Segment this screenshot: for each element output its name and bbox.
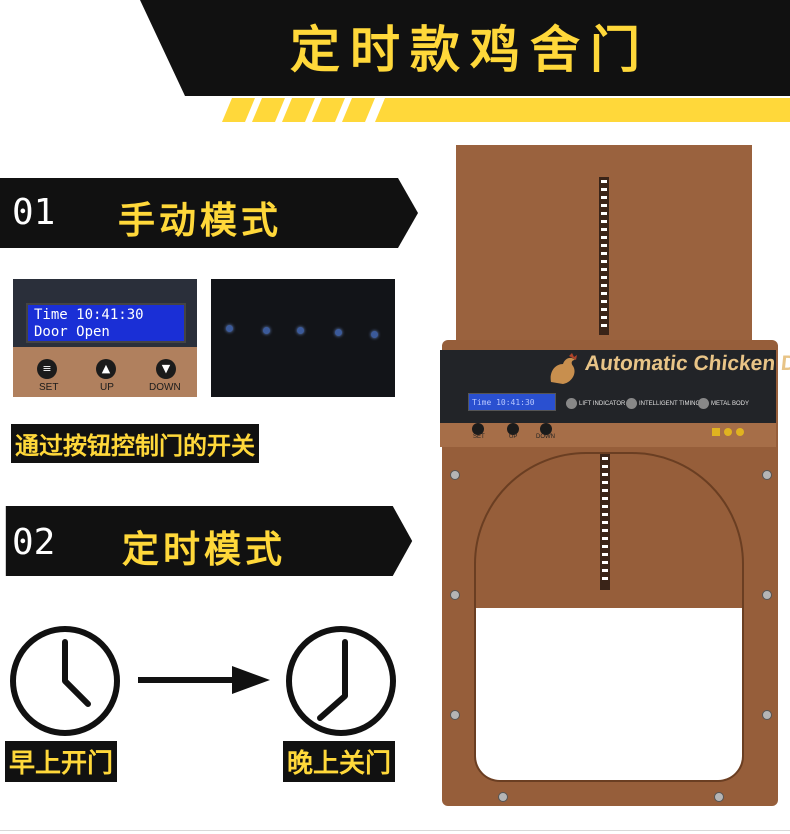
- door-sliding-panel: [456, 145, 752, 355]
- section-2-title: 定时模式: [122, 528, 286, 571]
- screw: [762, 590, 772, 600]
- door-up-label: UP: [509, 434, 518, 440]
- screw: [714, 792, 724, 802]
- door-lcd-screen: Time 10:41:30: [468, 393, 556, 411]
- section-1-header-bg: [0, 178, 418, 248]
- door-keypad-strip: [440, 423, 776, 447]
- screw: [762, 710, 772, 720]
- screw: [450, 710, 460, 720]
- lcd-line-door: Door Open: [34, 324, 110, 340]
- door-set-button-icon: [472, 423, 484, 435]
- led-indicator: [335, 329, 342, 336]
- lift-indicator-icon: [566, 398, 577, 409]
- set-label: SET: [39, 382, 59, 393]
- down-button-icon: ▼: [156, 359, 176, 379]
- led-panel-photo: [211, 279, 395, 397]
- warning-icon: [712, 428, 720, 436]
- door-set-label: SET: [473, 434, 485, 440]
- led-indicator: [226, 325, 233, 332]
- ce-mark-icon: [736, 428, 744, 436]
- lcd-panel-photo: Time 10:41:30 Door Open ≡ SET ▲ UP ▼ DOW…: [13, 279, 197, 397]
- section-1-title: 手动模式: [118, 199, 282, 242]
- feature-lift-indicator: LIFT INDICATOR: [566, 398, 625, 409]
- feature-intelligent-timing: INTELLIGENT TIMING: [626, 398, 700, 409]
- door-window: [476, 608, 742, 780]
- section-2-number: 02: [12, 522, 56, 563]
- led-indicator: [371, 331, 378, 338]
- door-up-button-icon: [507, 423, 519, 435]
- morning-open-label: 早上开门: [5, 741, 118, 782]
- section-2-header-bg: [5, 506, 413, 576]
- lcd-screen: Time 10:41:30 Door Open: [26, 303, 186, 343]
- top-banner: [140, 0, 790, 122]
- clock-icon: [286, 626, 396, 736]
- lift-indicator-strip: [600, 454, 610, 590]
- screw: [762, 470, 772, 480]
- screw: [450, 590, 460, 600]
- metal-body-icon: [698, 398, 709, 409]
- up-label: UP: [100, 382, 114, 393]
- feature-metal-body: METAL BODY: [698, 398, 749, 409]
- door-brand-text: Automatic Chicken Door: [583, 352, 790, 375]
- banner-title: 定时款鸡舍门: [290, 21, 650, 79]
- bottom-divider: [0, 830, 790, 831]
- screw: [498, 792, 508, 802]
- screw: [450, 470, 460, 480]
- led-indicator: [263, 327, 270, 334]
- door-arch-opening: [474, 452, 744, 782]
- down-label: DOWN: [149, 382, 181, 393]
- up-button-icon: ▲: [96, 359, 116, 379]
- set-button-icon: ≡: [37, 359, 57, 379]
- clock-icon: [10, 626, 120, 736]
- manual-mode-caption: 通过按钮控制门的开关: [11, 424, 259, 463]
- section-1-number: 01: [12, 192, 56, 233]
- certification-icon: [724, 428, 732, 436]
- evening-close-label: 晚上关门: [283, 741, 396, 782]
- lcd-line-time: Time 10:41:30: [34, 307, 144, 323]
- lift-indicator-strip: [599, 177, 609, 335]
- led-indicator: [297, 327, 304, 334]
- door-down-label: DOWN: [536, 434, 555, 440]
- timing-icon: [626, 398, 637, 409]
- door-down-button-icon: [540, 423, 552, 435]
- rooster-logo-icon: [550, 353, 577, 384]
- arrow-right-icon: [138, 666, 270, 694]
